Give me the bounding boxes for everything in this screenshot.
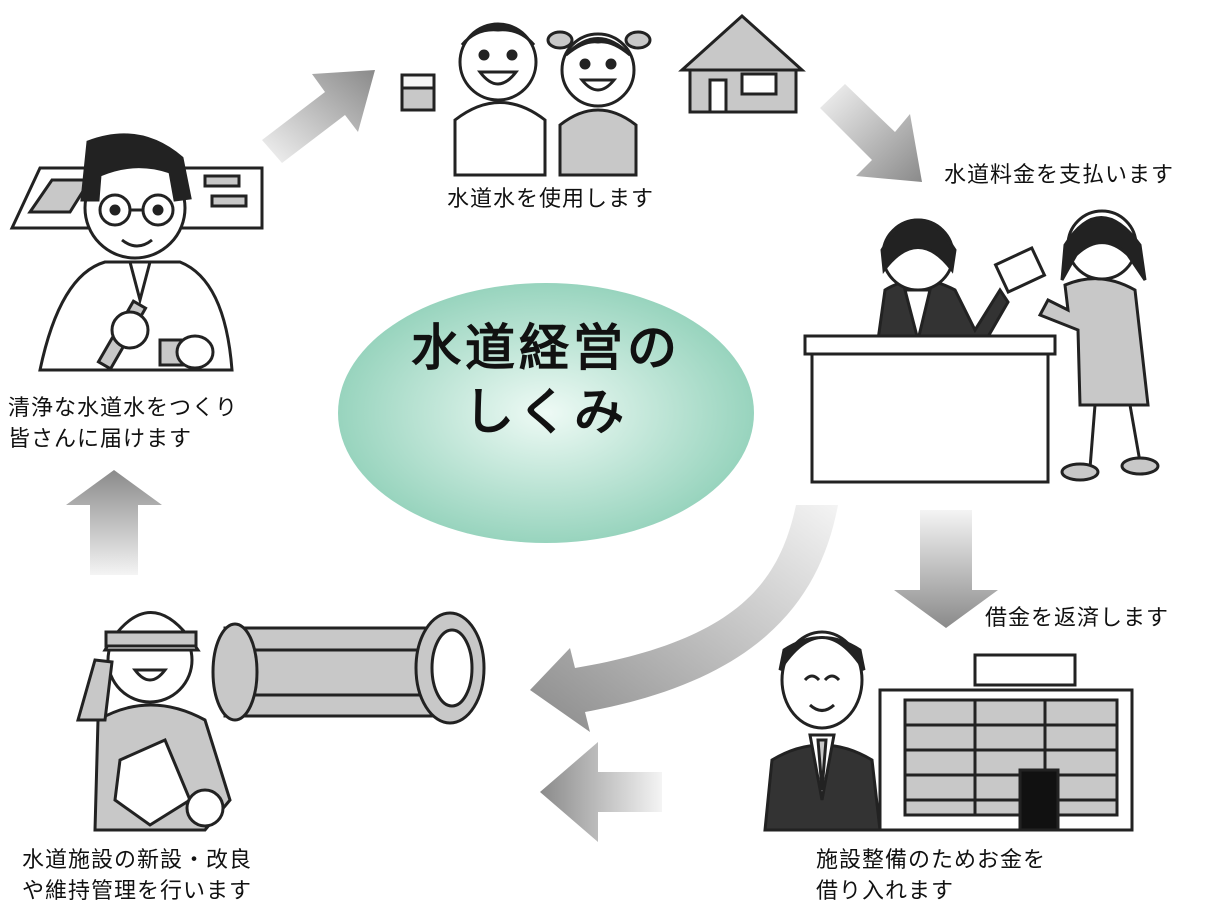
construction-worker-icon [76,611,232,832]
water-pipe-icon [211,611,486,725]
caption-produce-water-line1: 清浄な水道水をつくり [8,396,239,421]
arrow-to-pay-icon [820,84,922,182]
businessman-icon [763,630,882,832]
caption-borrow-funds-line2: 借り入れます [816,879,955,904]
caption-repay-debt: 借金を返済します [985,603,1169,634]
engineer-icon [38,133,234,372]
caption-pay-fee-line1: 水道料金を支払います [944,163,1175,188]
caption-produce-water: 清浄な水道水をつくり 皆さんに届けます [8,393,238,455]
title-line-1: 水道経営の [411,319,681,377]
diagram-title: 水道経営の しくみ [338,316,754,444]
caption-use-water-line1: 水道水を使用します [447,187,655,212]
caption-pay-fee: 水道料金を支払います [944,160,1174,191]
arrow-to-repay-icon [894,510,998,628]
caption-use-water: 水道水を使用します [447,184,654,215]
arrow-to-use-icon [262,70,375,163]
center-ellipse [338,283,754,543]
arrow-curve-to-facilities-icon [530,505,838,732]
children-drinking-icon [400,22,652,177]
house-icon [678,13,806,114]
arrow-to-purify-icon [66,470,162,575]
payment-counter-icon [803,209,1160,484]
title-line-2: しくみ [464,383,628,441]
caption-borrow-funds: 施設整備のためお金を 借り入れます [816,845,1046,907]
bank-building-icon [878,653,1134,832]
caption-borrow-funds-line1: 施設整備のためお金を [816,848,1047,873]
caption-facility-maintenance-line1: 水道施設の新設・改良 [22,848,253,873]
arrow-loan-to-facilities-icon [540,742,662,842]
caption-produce-water-line2: 皆さんに届けます [8,427,193,452]
caption-facility-maintenance: 水道施設の新設・改良 や維持管理を行います [22,845,252,907]
caption-facility-maintenance-line2: や維持管理を行います [22,879,253,904]
caption-repay-debt-line1: 借金を返済します [985,606,1170,631]
